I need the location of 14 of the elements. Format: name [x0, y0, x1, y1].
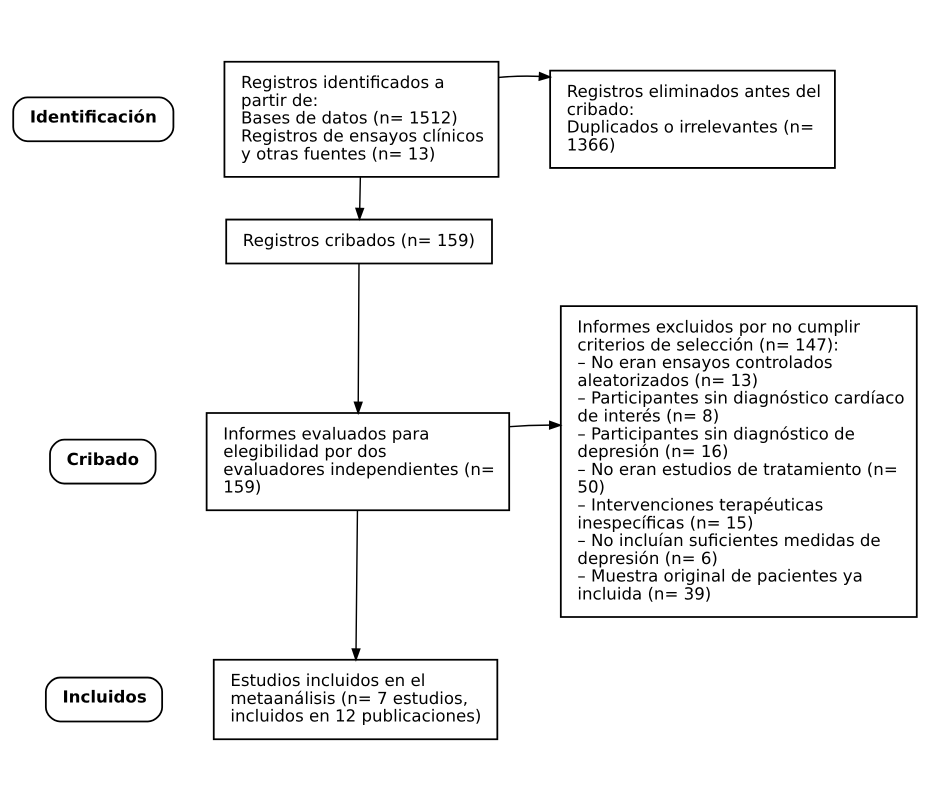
arrow [354, 264, 363, 416]
node-box: Estudios incluidos en el metaanálisis (n= 7 estudios, incluidos en 12 publicaciones) [212, 658, 498, 740]
node-box: Identificación [12, 96, 174, 142]
node-box: Informes evaluados para elegibilidad por dos evaluadores independientes (n= 159) [206, 412, 510, 512]
node-box: Informes excluidos por no cumplir criterios de selección (n= 147): – No eran ensayos controlados aleatorizados (n= 13) – Participantes sin diagnóstico cardíaco de interés (n= 8) – Participantes sin diagnóstico de depresión (n= 16) – No eran estudios de tratamiento (n= 50) – Intervenciones terapéuticas inespecíficas (n= 15) – No incluían suficientes medidas de depresión (n= 6) – Muestra original de pacientes ya incluida (n= 39) [560, 305, 918, 618]
arrow [355, 176, 364, 222]
node-box: Incluidos [44, 676, 164, 722]
node-box: Cribado [49, 438, 156, 484]
arrow [509, 420, 563, 430]
arrow [498, 72, 552, 82]
node-box: Registros cribados (n= 159) [225, 218, 493, 264]
arrow [351, 510, 361, 662]
node-box: Registros eliminados antes del cribado: Duplicados o irrelevantes (n= 1366) [549, 70, 836, 169]
node-box: Registros identificados a partir de: Bases de datos (n= 1512) Registros de ensayos clínicos y otras fuentes (n= 13) [224, 60, 500, 178]
